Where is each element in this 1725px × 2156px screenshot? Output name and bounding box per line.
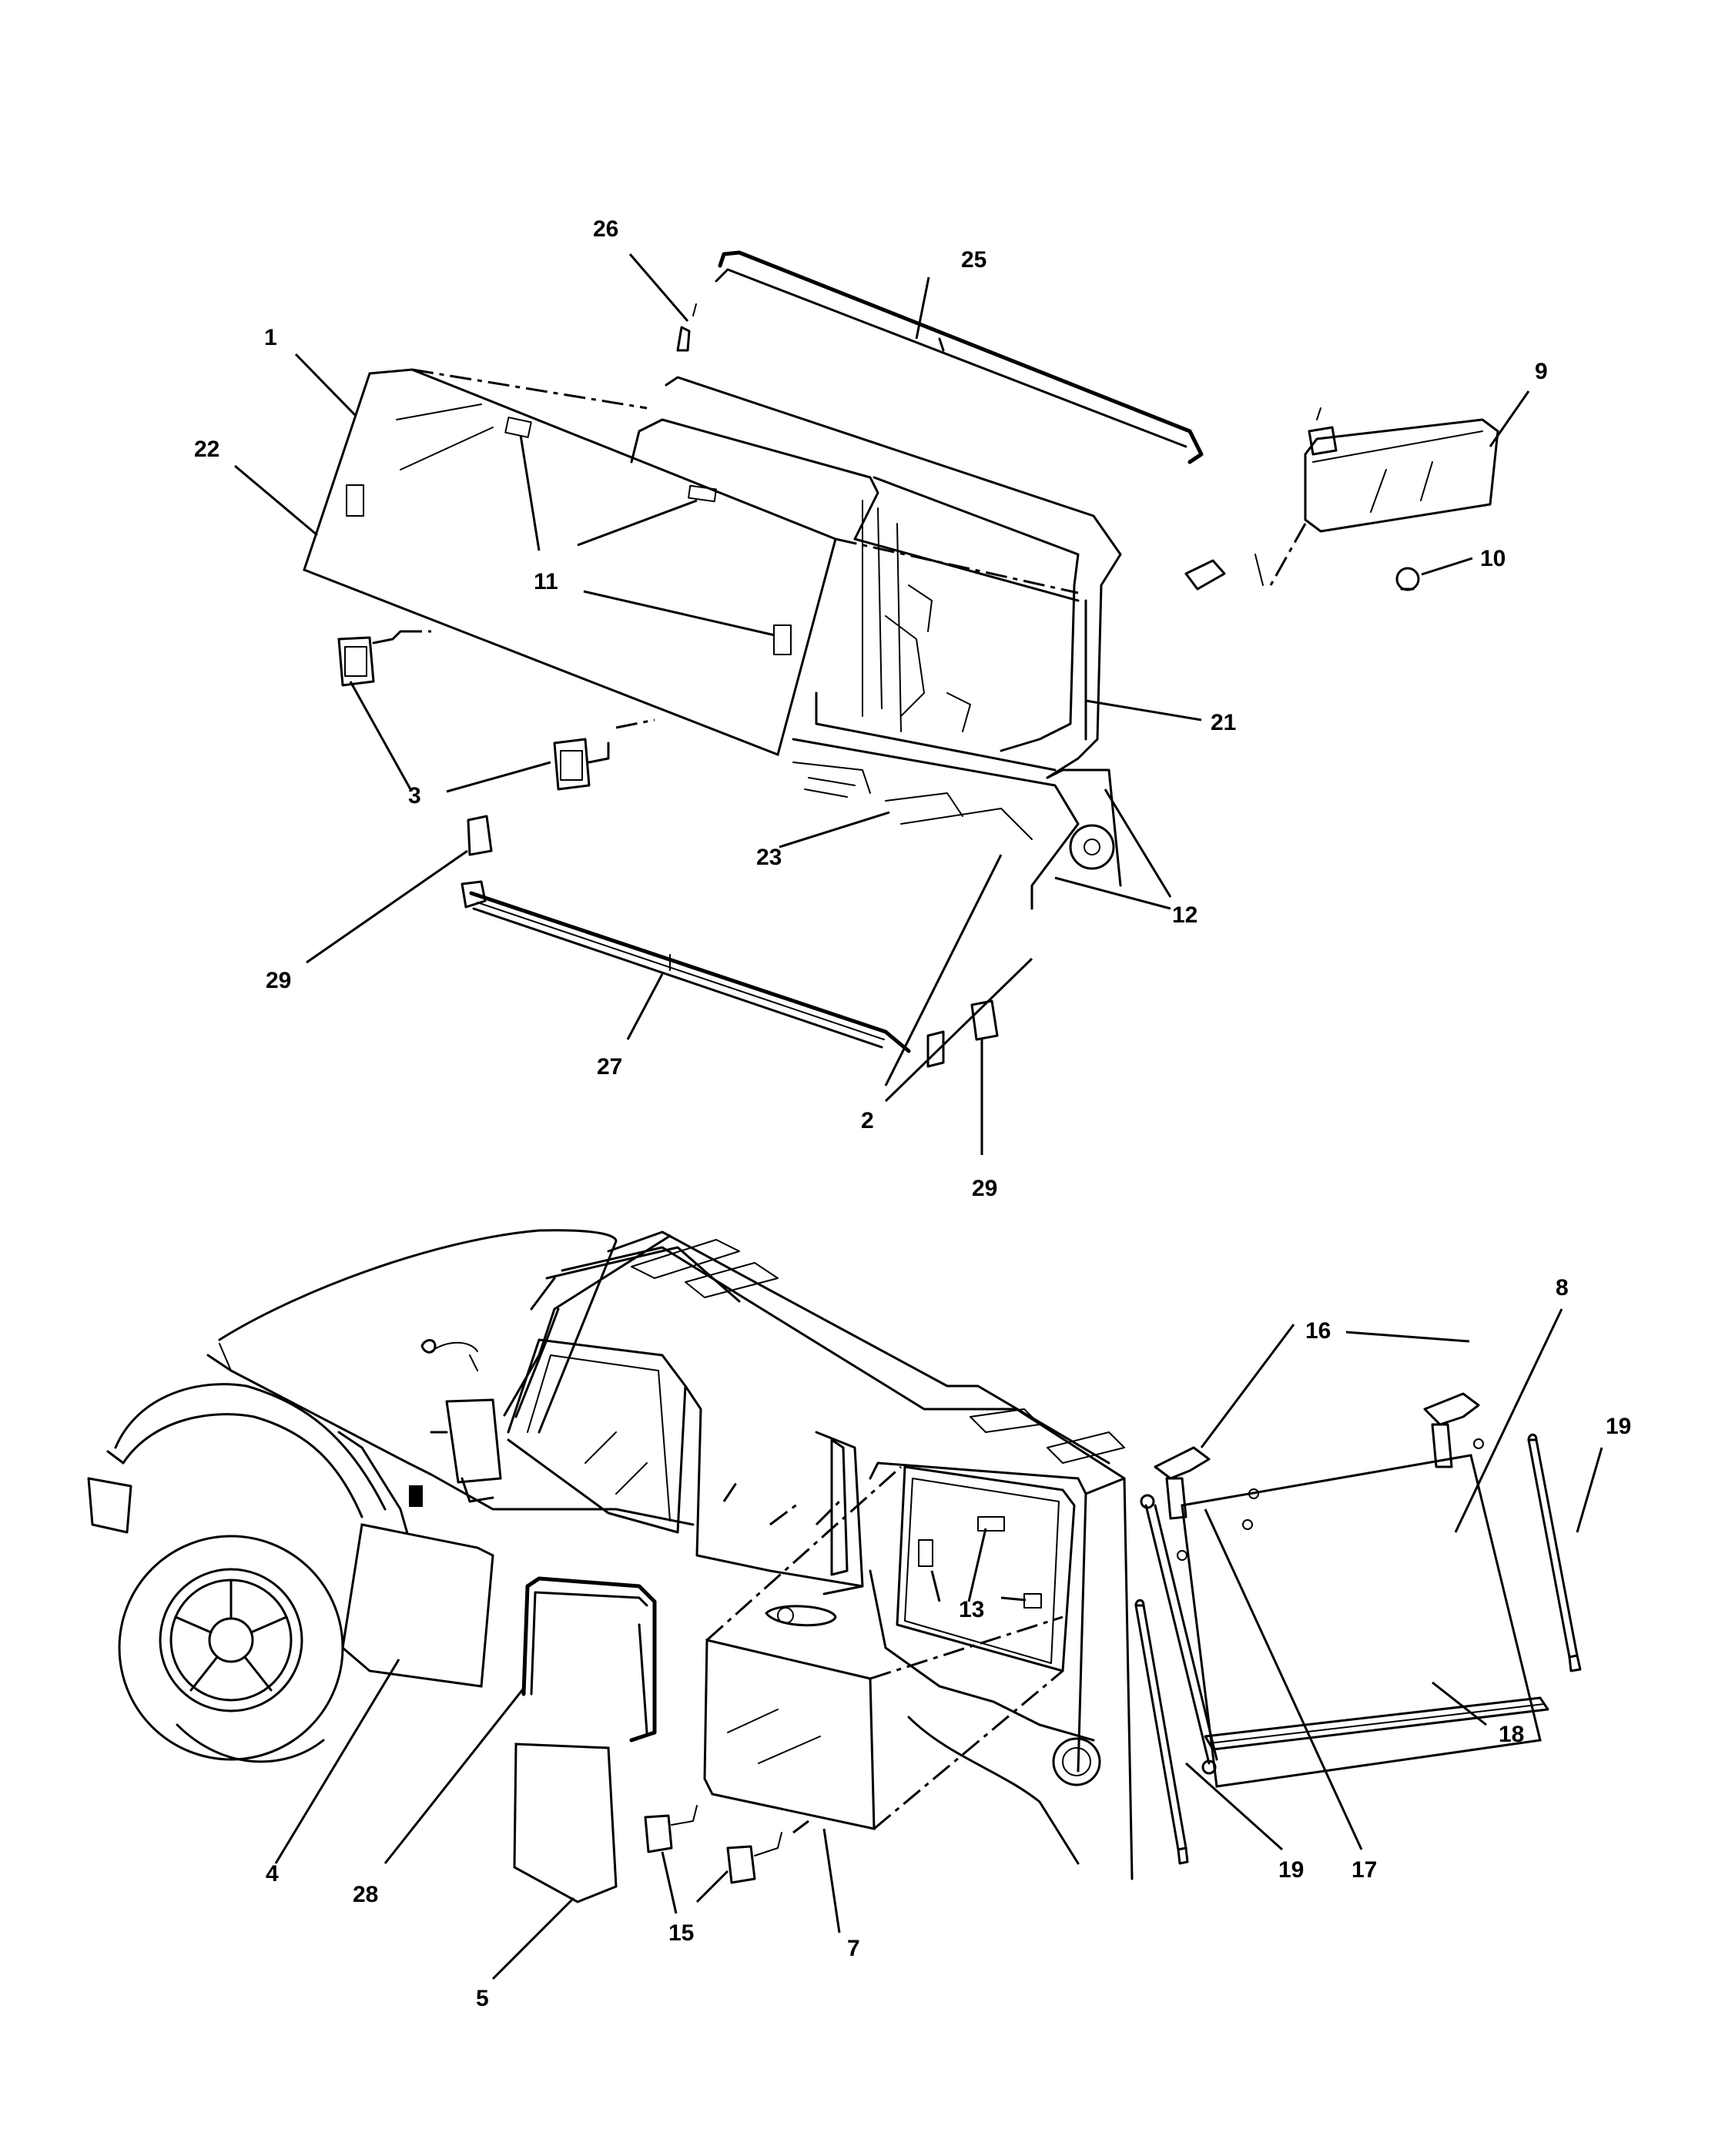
front-fender [114,1383,387,1511]
rear-door-window-frame [830,1438,849,1576]
mirror-screw [1395,567,1420,591]
adhesive-pad [970,999,999,1041]
side-mirror [445,1398,502,1484]
vehicle-assembly [87,1229,1582,1903]
liftgate-hinge [1154,1446,1211,1480]
windshield-frame [665,376,1122,779]
callout-29-a: 29 [266,968,291,993]
windshield-sticker [504,417,532,438]
callout-16: 16 [1305,1318,1331,1344]
quarter-sticker [1023,1593,1042,1609]
cowl-seal [469,891,911,1053]
leader-lines [234,253,1603,1980]
callout-7: 7 [847,1936,860,1961]
callout-18: 18 [1499,1722,1524,1747]
liftgate-lower-bar [1204,1696,1549,1751]
callout-28: 28 [353,1882,378,1907]
roof [561,1246,1126,1480]
callout-12: 12 [1172,902,1197,928]
quarter-window [896,1465,1076,1672]
window-latch [644,1814,673,1853]
gas-strut [1527,1438,1579,1659]
callout-29-b: 29 [972,1176,997,1201]
windshield-sticker [688,484,717,503]
callout-10: 10 [1480,546,1506,571]
windshield-assembly [303,250,1499,1068]
adhesive-pad [467,815,493,856]
wheel-hub [208,1617,254,1663]
windshield-glass [303,368,837,757]
wheel-rim [159,1568,303,1712]
retainer-clip [676,326,691,352]
windshield-hinge [337,636,375,687]
door-handle [765,1605,837,1627]
callout-27: 27 [597,1054,622,1080]
windshield-sticker [346,484,364,517]
windshield-sticker [773,624,792,655]
quarter-sticker [918,1539,933,1567]
callout-5: 5 [476,1986,489,2011]
fuel-filler [1052,1737,1101,1786]
rear-door-glass [513,1743,618,1903]
callout-labels: 1 2 3 4 5 7 8 9 10 11 12 13 15 16 17 18 … [194,216,1631,2011]
callout-19-a: 19 [1606,1414,1631,1439]
callout-22: 22 [194,437,219,462]
callout-1: 1 [264,325,277,350]
callout-4: 4 [266,1861,279,1886]
front-door-glass [341,1523,494,1688]
support-rod [1144,1504,1211,1765]
hood [218,1229,618,1434]
quarter-sticker [977,1516,1005,1532]
callout-25: 25 [961,247,986,273]
header-seal-bar [718,250,1204,464]
callout-23: 23 [756,845,782,870]
callout-21: 21 [1211,710,1236,735]
callout-13: 13 [959,1597,984,1622]
mirror-button [1184,559,1226,591]
fuel-door [1069,824,1115,870]
rear-view-mirror [1304,418,1499,533]
window-latch [726,1845,756,1884]
windshield-hinge [553,738,591,791]
callout-2: 2 [861,1108,874,1133]
callout-17: 17 [1352,1857,1377,1883]
callout-11: 11 [534,569,558,594]
glass-run-channel [521,1576,657,1743]
callout-9: 9 [1535,359,1548,384]
quarter-glass [703,1639,876,1830]
callout-15: 15 [668,1920,694,1946]
liftgate-hinge [1423,1392,1480,1426]
callout-8: 8 [1556,1275,1569,1301]
callout-26: 26 [593,216,618,242]
liftgate-glass [1181,1454,1542,1788]
callout-19-b: 19 [1278,1857,1304,1883]
callout-3: 3 [408,783,421,808]
